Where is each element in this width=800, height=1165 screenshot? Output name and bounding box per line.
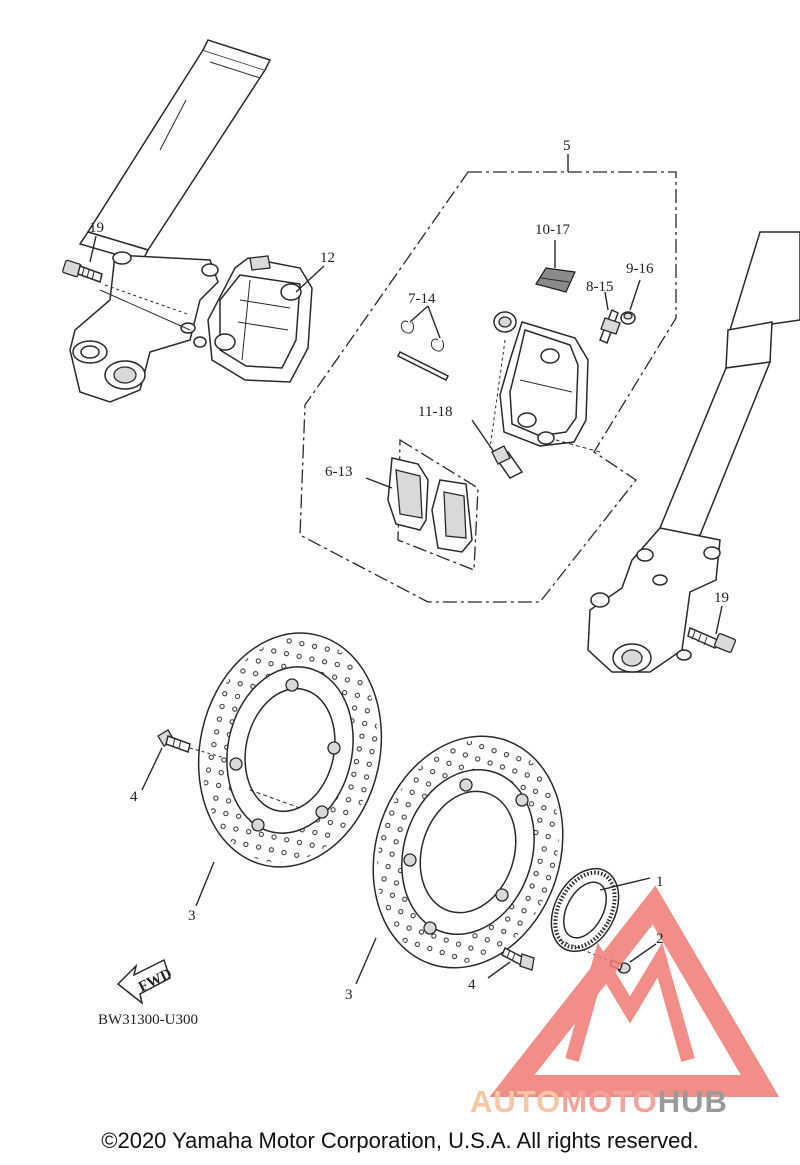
callout-1: 1 xyxy=(656,874,664,890)
callout-3-left: 3 xyxy=(188,908,196,924)
pad-pin-7-14 xyxy=(396,305,450,382)
disc-bolt-4-right xyxy=(487,946,535,979)
callout-4-left: 4 xyxy=(130,789,138,805)
callout-19-left: 19 xyxy=(89,220,104,236)
fwd-arrow-icon xyxy=(116,958,171,1005)
leader-19-left xyxy=(89,235,97,263)
callout-2: 2 xyxy=(656,931,664,947)
copyright-notice: ©2020 Yamaha Motor Corporation, U.S.A. A… xyxy=(101,1128,699,1153)
bolt-19-right xyxy=(687,626,737,653)
caliper-assembly-boundary xyxy=(299,171,677,603)
callout-19-right: 19 xyxy=(714,590,729,606)
leader-12 xyxy=(295,265,325,293)
bleed-cap-9-16 xyxy=(620,279,641,325)
callout-4-right: 4 xyxy=(468,977,476,993)
leader-3-left xyxy=(195,861,215,907)
bolt-19-left xyxy=(62,259,191,316)
wordmark-moto: MOTO xyxy=(561,1084,658,1119)
callout-3-right: 3 xyxy=(345,987,353,1003)
callout-12: 12 xyxy=(320,250,335,266)
callout-11-18: 11-18 xyxy=(418,404,452,420)
brake-pads-6-13 xyxy=(365,438,479,571)
callout-8-15: 8-15 xyxy=(586,279,614,295)
drawing-code: BW31300-U300 xyxy=(98,1012,198,1028)
callout-9-16: 9-16 xyxy=(626,261,654,277)
leader-3-right xyxy=(355,937,377,985)
callout-10-17: 10-17 xyxy=(535,222,570,238)
wordmark-auto: AUTO xyxy=(470,1084,562,1119)
automotohub-logo xyxy=(489,885,780,1097)
caliper-12 xyxy=(207,255,313,383)
pad-spring-10-17 xyxy=(535,240,576,293)
right-fork-leg xyxy=(587,231,800,673)
callout-7-14: 7-14 xyxy=(408,291,436,307)
callout-6-13: 6-13 xyxy=(325,464,353,480)
wordmark-hub: HUB xyxy=(657,1084,728,1119)
left-fork-leg xyxy=(69,39,272,403)
caliper-bolt-11-18 xyxy=(471,339,524,479)
callout-5: 5 xyxy=(563,138,571,154)
disc-bolt-4-left xyxy=(141,729,226,791)
bleed-screw-8-15 xyxy=(599,291,621,345)
brake-disc-3-right xyxy=(372,735,564,969)
brake-disc-3-left xyxy=(197,632,383,868)
caliper-body xyxy=(493,311,601,453)
leader-19-right xyxy=(715,605,723,635)
sensor-rotor-1 xyxy=(550,867,651,953)
automotohub-wordmark: AUTOMOTOHUB xyxy=(470,1084,728,1120)
